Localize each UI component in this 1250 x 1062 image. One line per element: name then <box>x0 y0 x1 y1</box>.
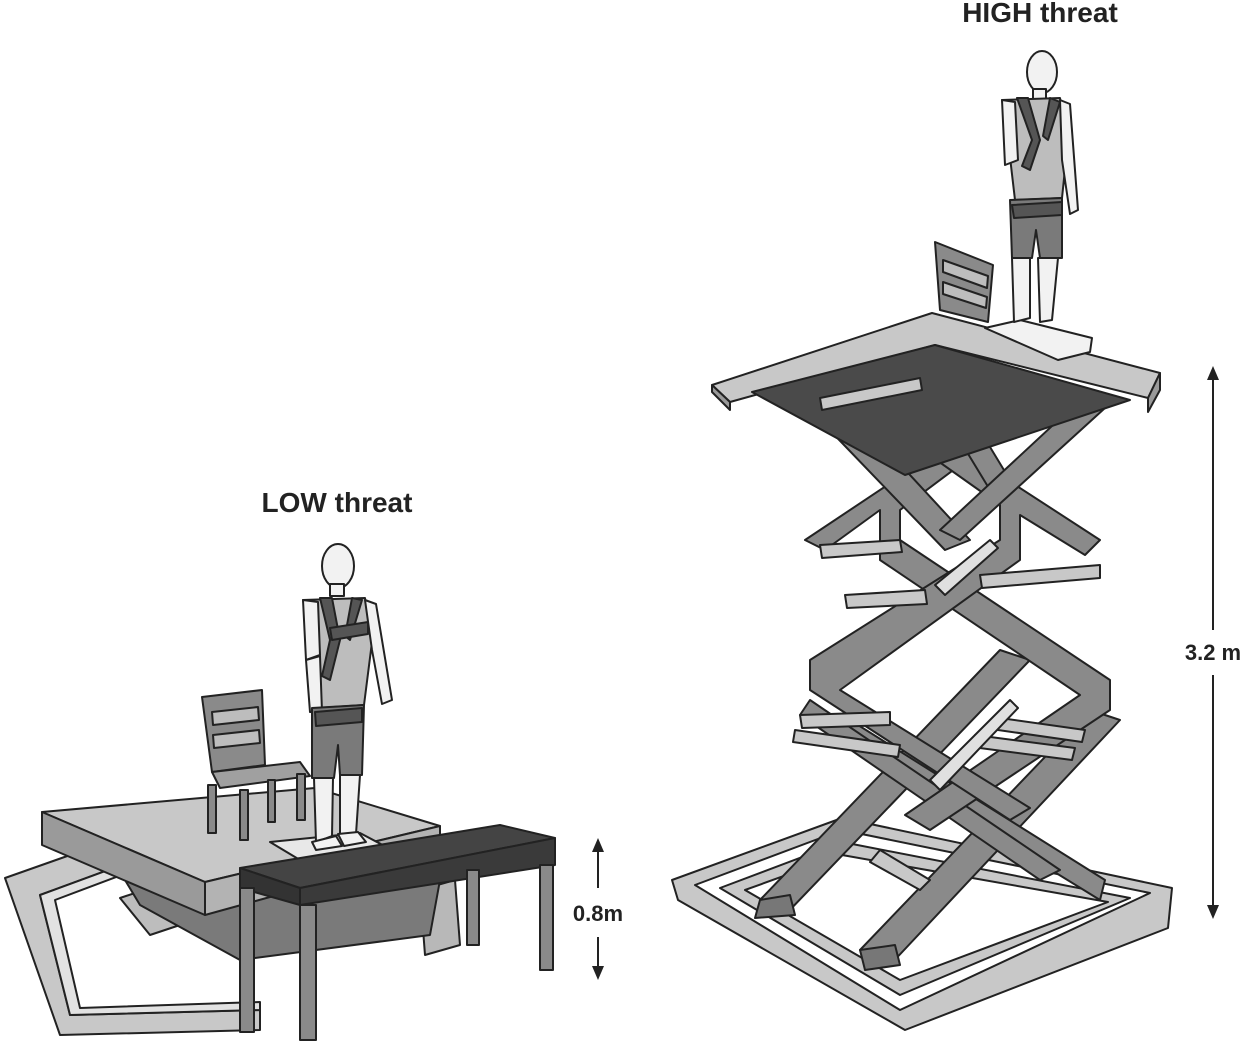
low-person-harness <box>302 543 393 851</box>
high-crossbars <box>792 539 1101 891</box>
low-threat-title: LOW threat <box>262 487 413 518</box>
high-threat-scene <box>671 50 1219 1031</box>
high-chair <box>934 241 994 323</box>
low-threat-scene <box>4 543 604 1041</box>
low-height-label: 0.8m <box>573 901 623 926</box>
low-chair <box>201 689 311 841</box>
high-height-arrow <box>1207 366 1219 919</box>
high-height-label: 3.2 m <box>1185 640 1241 665</box>
high-threat-title: HIGH threat <box>962 0 1118 28</box>
low-height-arrow <box>592 838 604 980</box>
high-person-harness <box>1001 50 1079 323</box>
high-lift-platform <box>711 312 1161 476</box>
low-table <box>239 824 556 1041</box>
